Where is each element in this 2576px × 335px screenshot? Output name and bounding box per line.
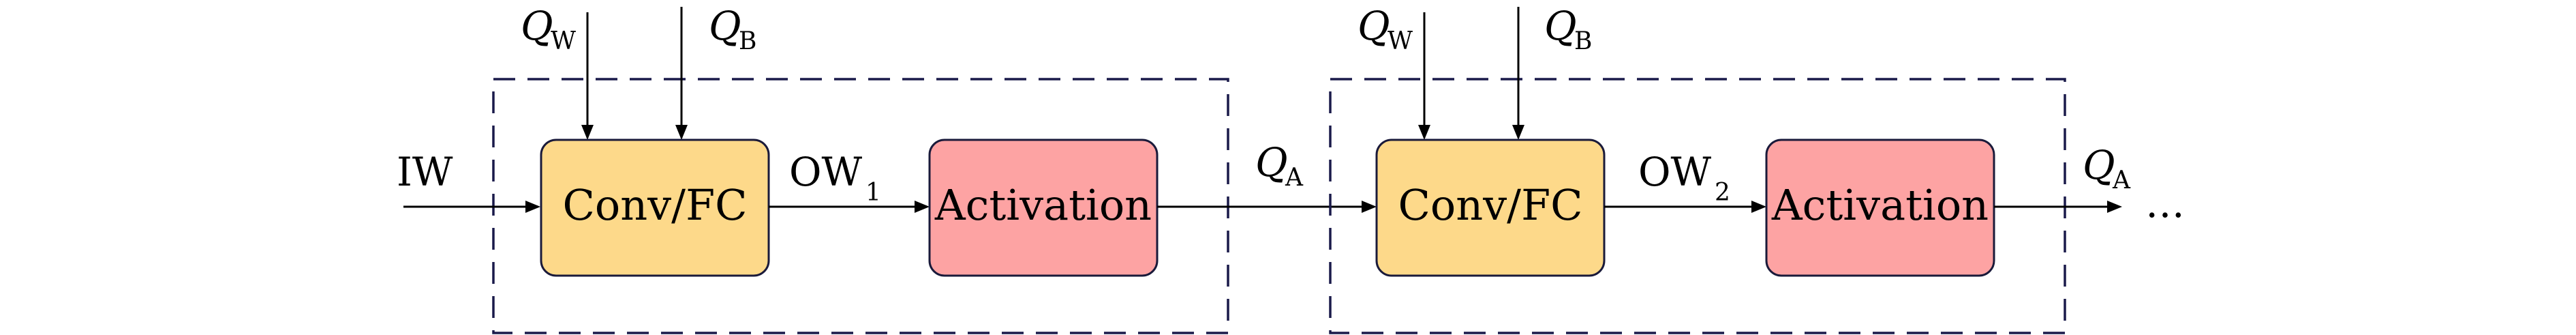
qa-label-2: Q A bbox=[2083, 142, 2131, 194]
input-label: IW bbox=[397, 149, 453, 195]
svg-text:Q: Q bbox=[1544, 3, 1577, 49]
svg-text:1: 1 bbox=[865, 179, 881, 207]
svg-text:2: 2 bbox=[1715, 179, 1730, 207]
activation-label-2: Activation bbox=[1771, 180, 1989, 230]
qa-arrowhead-1 bbox=[1362, 201, 1377, 213]
qw-arrowhead-2 bbox=[1418, 125, 1430, 140]
svg-text:W: W bbox=[1387, 27, 1413, 55]
qa-label-1: Q A bbox=[1255, 139, 1304, 192]
activation-label-1: Activation bbox=[934, 180, 1152, 230]
svg-text:OW: OW bbox=[789, 149, 863, 195]
qa-arrowhead-2 bbox=[2107, 201, 2122, 213]
stage-2: Q W Q B Conv/FC OW 2 Activation Q A bbox=[1329, 3, 2185, 334]
svg-text:OW: OW bbox=[1638, 149, 1712, 195]
ow-arrowhead-2 bbox=[1751, 201, 1766, 213]
svg-text:A: A bbox=[2112, 166, 2131, 194]
svg-text:A: A bbox=[1285, 164, 1304, 192]
conv-fc-label-1: Conv/FC bbox=[562, 180, 747, 230]
conv-fc-label-2: Conv/FC bbox=[1398, 180, 1582, 230]
svg-text:W: W bbox=[551, 27, 576, 55]
ow-label-1: OW 1 bbox=[789, 149, 881, 207]
svg-text:Q: Q bbox=[709, 3, 741, 49]
qw-label-1: Q W bbox=[521, 3, 576, 55]
continuation-ellipsis: … bbox=[2145, 180, 2185, 227]
qb-arrowhead-1 bbox=[675, 125, 688, 140]
stage-1: IW Q W Q B Conv/FC OW 1 Activation bbox=[397, 3, 1377, 334]
qw-label-2: Q W bbox=[1358, 3, 1413, 55]
svg-text:B: B bbox=[739, 27, 756, 55]
qb-label-1: Q B bbox=[709, 3, 756, 55]
svg-text:Q: Q bbox=[1255, 139, 1288, 186]
svg-text:Q: Q bbox=[1358, 3, 1390, 49]
qb-arrowhead-2 bbox=[1512, 125, 1524, 140]
qb-label-2: Q B bbox=[1544, 3, 1592, 55]
ow-arrowhead-1 bbox=[915, 201, 930, 213]
svg-text:Q: Q bbox=[521, 3, 553, 49]
svg-text:Q: Q bbox=[2083, 142, 2115, 188]
svg-text:B: B bbox=[1574, 27, 1592, 55]
input-arrowhead bbox=[525, 201, 540, 213]
qw-arrowhead-1 bbox=[581, 125, 594, 140]
ow-label-2: OW 2 bbox=[1638, 149, 1730, 207]
